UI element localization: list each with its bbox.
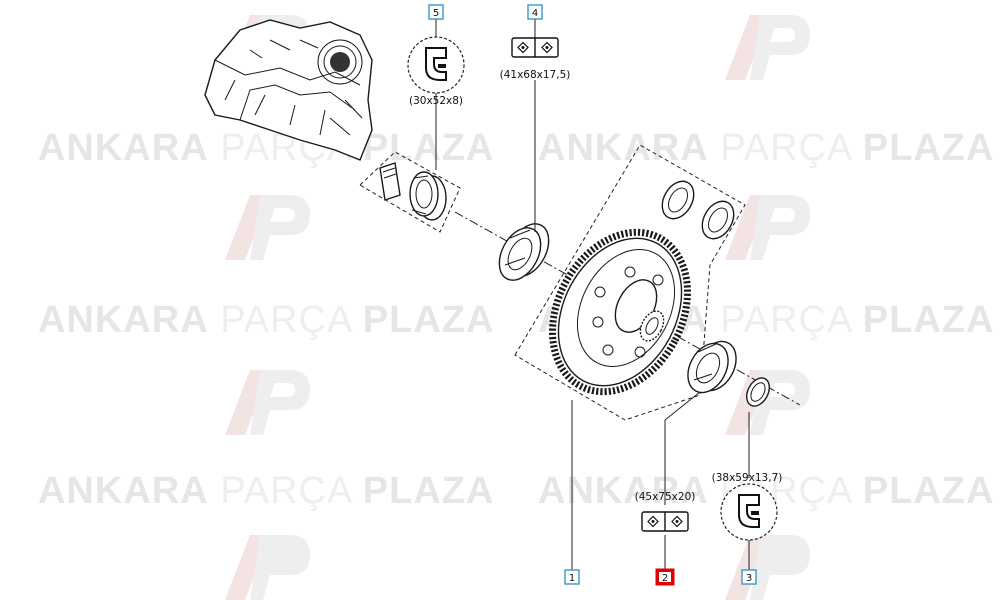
sleeve-seal-group bbox=[359, 151, 461, 233]
callout-4-label: 4 bbox=[532, 8, 538, 19]
gearbox-housing-icon bbox=[204, 19, 373, 161]
watermark-layer: ANKARA PARÇA PLAZA ANKARA PARÇA PLAZA AN… bbox=[38, 15, 994, 600]
callout-2-label: 2 bbox=[662, 573, 668, 584]
oil-seal-symbol bbox=[720, 483, 778, 541]
svg-text:ANKARA PARÇA PLAZA: ANKARA PARÇA PLAZA bbox=[538, 470, 994, 512]
callout-3-label: 3 bbox=[746, 573, 752, 584]
svg-text:ANKARA PARÇA PLAZA: ANKARA PARÇA PLAZA bbox=[538, 127, 994, 169]
assembly-axis bbox=[454, 211, 801, 406]
callout-1-label: 1 bbox=[569, 573, 575, 584]
bearing-symbol-icon bbox=[641, 511, 689, 532]
part3-dimension: (38x59x13,7) bbox=[712, 472, 783, 484]
callout-3[interactable]: 3 bbox=[741, 569, 757, 585]
part5-dimension: (30x52x8) bbox=[409, 95, 463, 107]
differential-gear-icon bbox=[549, 228, 691, 396]
svg-text:ANKARA PARÇA PLAZA: ANKARA PARÇA PLAZA bbox=[38, 127, 494, 169]
shim-icon bbox=[661, 180, 735, 240]
oil-seal-symbol bbox=[407, 36, 465, 94]
taper-bearing-icon bbox=[498, 223, 550, 281]
callout-1[interactable]: 1 bbox=[564, 569, 580, 585]
sleeve-icon bbox=[379, 162, 401, 201]
callout-5[interactable]: 5 bbox=[428, 4, 444, 20]
bearing-symbol-icon bbox=[511, 37, 559, 58]
differential-boundary bbox=[514, 144, 746, 421]
circlip-icon bbox=[746, 377, 770, 407]
callout-2[interactable]: 2 bbox=[655, 568, 675, 586]
watermark-text: ANKARA PARÇA PLAZA ANKARA PARÇA PLAZA AN… bbox=[38, 127, 994, 512]
taper-bearing-icon bbox=[687, 340, 737, 394]
svg-text:ANKARA PARÇA PLAZA: ANKARA PARÇA PLAZA bbox=[38, 470, 494, 512]
svg-text:ANKARA PARÇA PLAZA: ANKARA PARÇA PLAZA bbox=[38, 299, 494, 341]
part2-dimension: (45x75x20) bbox=[635, 491, 696, 503]
part4-dimension: (41x68x17,5) bbox=[500, 69, 571, 81]
callout-5-label: 5 bbox=[433, 8, 439, 19]
watermark-logo bbox=[225, 15, 810, 600]
oil-seal-icon bbox=[409, 171, 447, 221]
callout-4[interactable]: 4 bbox=[527, 4, 543, 20]
